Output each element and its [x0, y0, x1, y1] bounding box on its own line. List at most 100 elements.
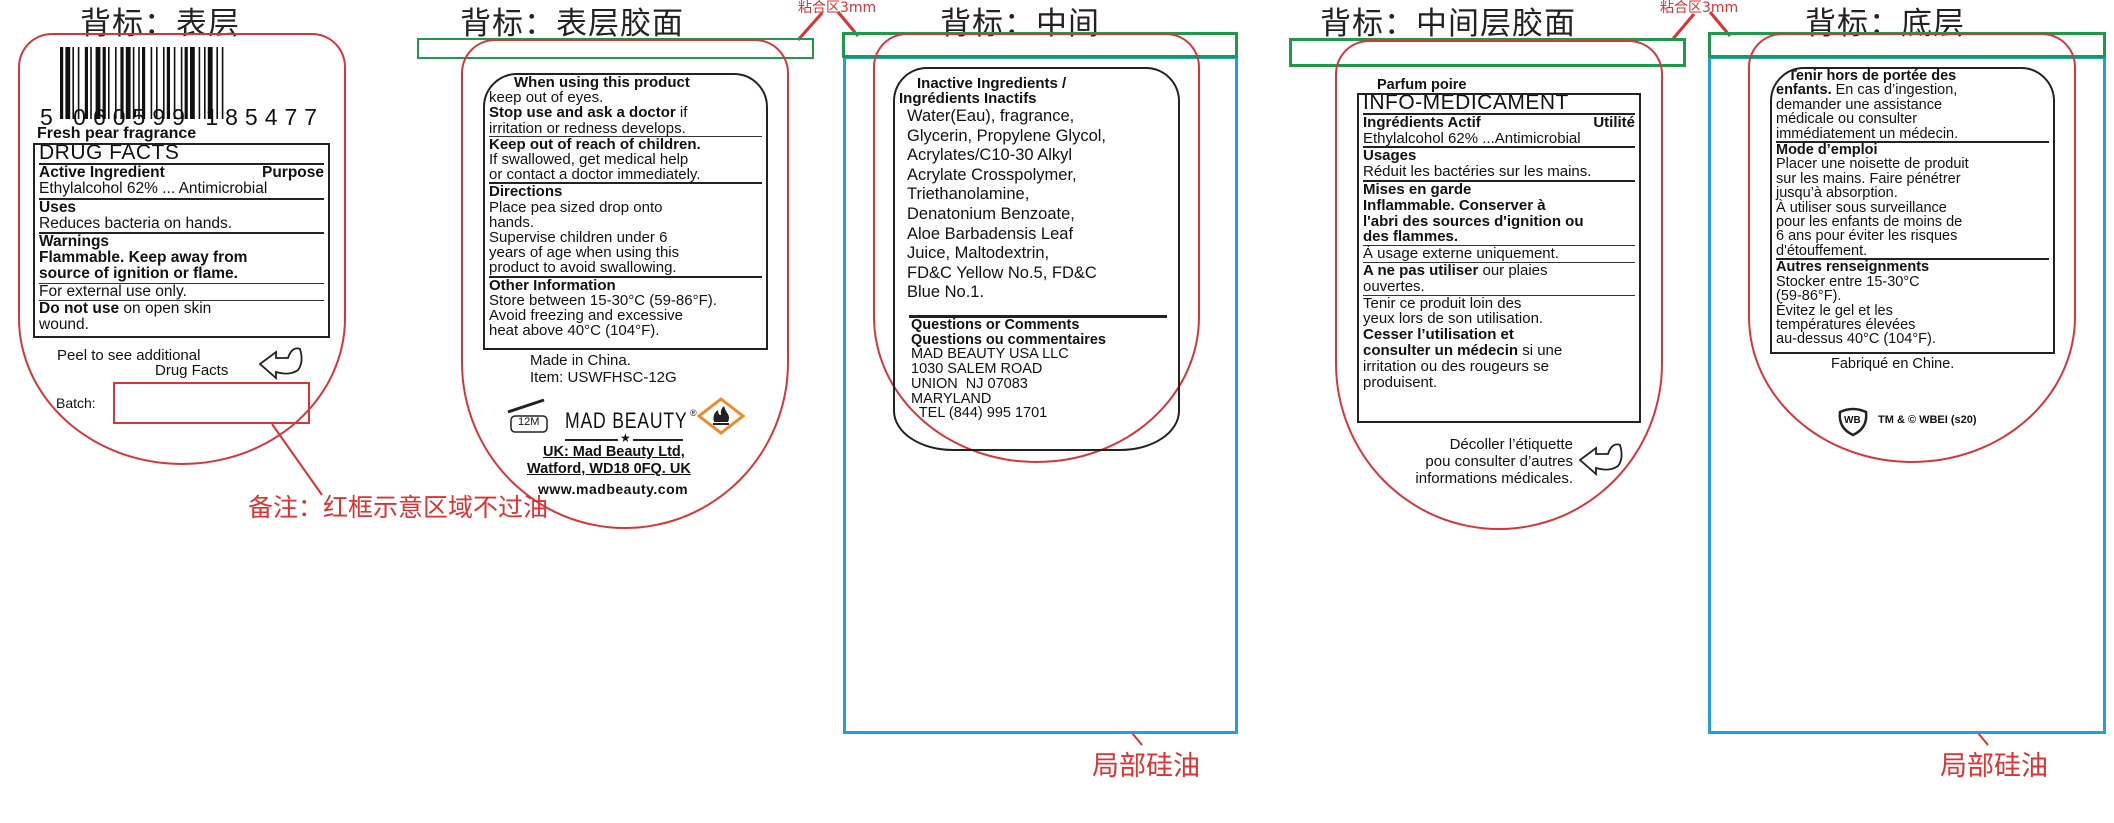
website-link: www.madbeauty.com — [538, 481, 689, 497]
text-segment: Mises en garde — [1363, 180, 1472, 198]
text-segment: Ingrédients Actif — [1363, 113, 1481, 131]
barcode-bar — [156, 47, 158, 119]
barcode-digits: 5 060599 185477 — [40, 104, 325, 130]
barcode — [60, 47, 224, 119]
text-line: If swallowed, get medical help — [489, 152, 762, 167]
glue-zone-note: 粘合区3mm — [1660, 0, 1739, 16]
text-line: hands. — [489, 215, 762, 230]
barcode-bar — [216, 47, 218, 119]
silicone-note: 局部硅油 — [1940, 751, 2048, 782]
text-line: source of ignition or flame. — [39, 266, 324, 282]
text-line: Mises en garde — [1363, 182, 1635, 198]
text-segment: Autres renseignments — [1776, 259, 1930, 276]
ingredients-header: Inactive Ingredients / — [917, 75, 1067, 92]
text-segment: our plaies — [1478, 261, 1548, 279]
text-line: product to avoid swallowing. — [489, 260, 762, 275]
text-segment: keep out of eyes. — [489, 89, 604, 107]
barcode-bar — [198, 47, 201, 119]
text-line: irritation ou des rougeurs se — [1363, 357, 1635, 375]
text-segment: Usages — [1363, 147, 1417, 165]
text-line: Acrylates/C10-30 Alkyl — [907, 146, 1073, 165]
text-segment: heat above 40°C (104°F). — [489, 322, 660, 340]
text-segment: À usage externe uniquement. — [1363, 245, 1559, 263]
box-section: Keep out of reach of children.If swallow… — [489, 135, 762, 184]
text-line: demander une assistance — [1776, 98, 2049, 113]
text-line: ouvertes. — [1363, 278, 1635, 295]
fragrance-name: Fresh pear fragrance — [37, 125, 197, 142]
text-line: Stocker entre 15-30°C — [1776, 273, 2049, 290]
text-line: Do not use on open skin — [39, 300, 324, 317]
text-segment: irritation ou des rougeurs se — [1363, 357, 1549, 375]
text-line: l'abri des sources d'ignition ou — [1363, 213, 1635, 230]
text-line: Water(Eau), fragrance, — [907, 107, 1075, 125]
text-line: Blue No.1. — [907, 283, 985, 302]
text-segment: or contact a doctor immediately. — [489, 166, 701, 184]
barcode-bar — [72, 47, 74, 119]
text-line: Acrylate Crosspolymer, — [907, 165, 1077, 184]
panel-title-surface-adhesive: 背标：表层胶面 — [460, 6, 684, 42]
text-line: Décoller l’étiquette — [1449, 436, 1573, 453]
text-line: Avoid freezing and excessive — [489, 308, 762, 323]
text-line: Aloe Barbadensis Leaf — [907, 224, 1074, 243]
barcode-bar — [65, 47, 71, 119]
barcode-bar — [184, 47, 188, 119]
text-line: Ethylalcohol 62% ... Antimicrobial — [39, 181, 324, 197]
text-line: Denatonium Benzoate, — [907, 204, 1075, 223]
text-segment: immédiatement un médecin. — [1776, 125, 1959, 142]
text-line: sur les mains. Faire pénétrer — [1776, 170, 2049, 187]
text-segment: Placer une noisette de produit — [1776, 156, 1969, 173]
text-segment: Place pea sized drop onto — [489, 198, 663, 216]
wb-logo: WB — [1838, 407, 1868, 437]
text-segment: Inflammable. Conserver à — [1363, 196, 1546, 214]
text-line: Keep out of reach of children. — [489, 137, 762, 152]
peel-text: Drug Facts — [155, 362, 229, 379]
text-line: Évitez le gel et les — [1776, 303, 2049, 318]
text-segment: des flammes. — [1363, 228, 1459, 246]
text-line: Réduit les bactéries sur les mains. — [1363, 164, 1635, 180]
brand-logo: MAD BEAUTY — [565, 408, 688, 433]
flammable-hazard-icon — [696, 397, 746, 435]
made-in-text: Made in China. — [530, 352, 631, 369]
text-segment: product to avoid swallowing. — [489, 259, 677, 277]
text-line: Questions or Comments — [911, 317, 1080, 333]
text-line: Flammable. Keep away from — [39, 250, 324, 266]
text-segment: Supervise children under 6 — [489, 229, 668, 247]
barcode-bar — [115, 47, 117, 119]
text-segment: INFO-MÉDICAMENT — [1363, 93, 1569, 114]
copyright-text: TM & © WBEI (s20) — [1878, 414, 1977, 426]
text-line: Tenir ce produit loin des — [1363, 294, 1635, 312]
text-line: Store between 15-30°C (59-86°F). — [489, 293, 762, 308]
text-line: When using this product — [489, 75, 762, 90]
peel-text: Peel to see additional — [57, 347, 201, 364]
box-section: INFO-MÉDICAMENT — [1363, 95, 1635, 113]
text-segment: sur les mains. Faire pénétrer — [1776, 170, 1961, 187]
text-line: consulter un médecin si une — [1363, 343, 1635, 359]
item-code: Item: USWFHSC-12G — [530, 369, 677, 386]
text-segment: 6 ans pour éviter les risques — [1776, 228, 1958, 245]
text-segment: Tenir ce produit loin des — [1363, 294, 1522, 312]
text-segment: (59-86°F). — [1776, 288, 1842, 305]
silicone-note: 局部硅油 — [1092, 751, 1200, 782]
text-line: Autres renseignments — [1776, 259, 2049, 276]
text-line: au-dessus 40°C (104°F). — [1776, 332, 2049, 347]
text-segment: Stocker entre 15-30°C — [1776, 273, 1920, 290]
text-line: Other Information — [489, 278, 762, 293]
text-line: immédiatement un médecin. — [1776, 125, 2049, 142]
text-line: irritation or redness develops. — [489, 121, 762, 136]
pointer-line — [271, 423, 323, 496]
barcode-bar — [90, 47, 92, 119]
text-segment: Other Information — [489, 276, 616, 294]
barcode-bar — [132, 47, 135, 119]
text-segment: températures élevées — [1776, 316, 1916, 333]
batch-note: 备注：红框示意区域不过油 — [248, 493, 549, 522]
text-segment: Avoid freezing and excessive — [489, 307, 684, 325]
text-line: températures élevées — [1776, 316, 2049, 333]
barcode-bar — [95, 47, 101, 119]
text-segment: Réduit les bactéries sur les mains. — [1363, 163, 1592, 181]
text-line: MAD BEAUTY USA LLC — [911, 346, 1069, 363]
